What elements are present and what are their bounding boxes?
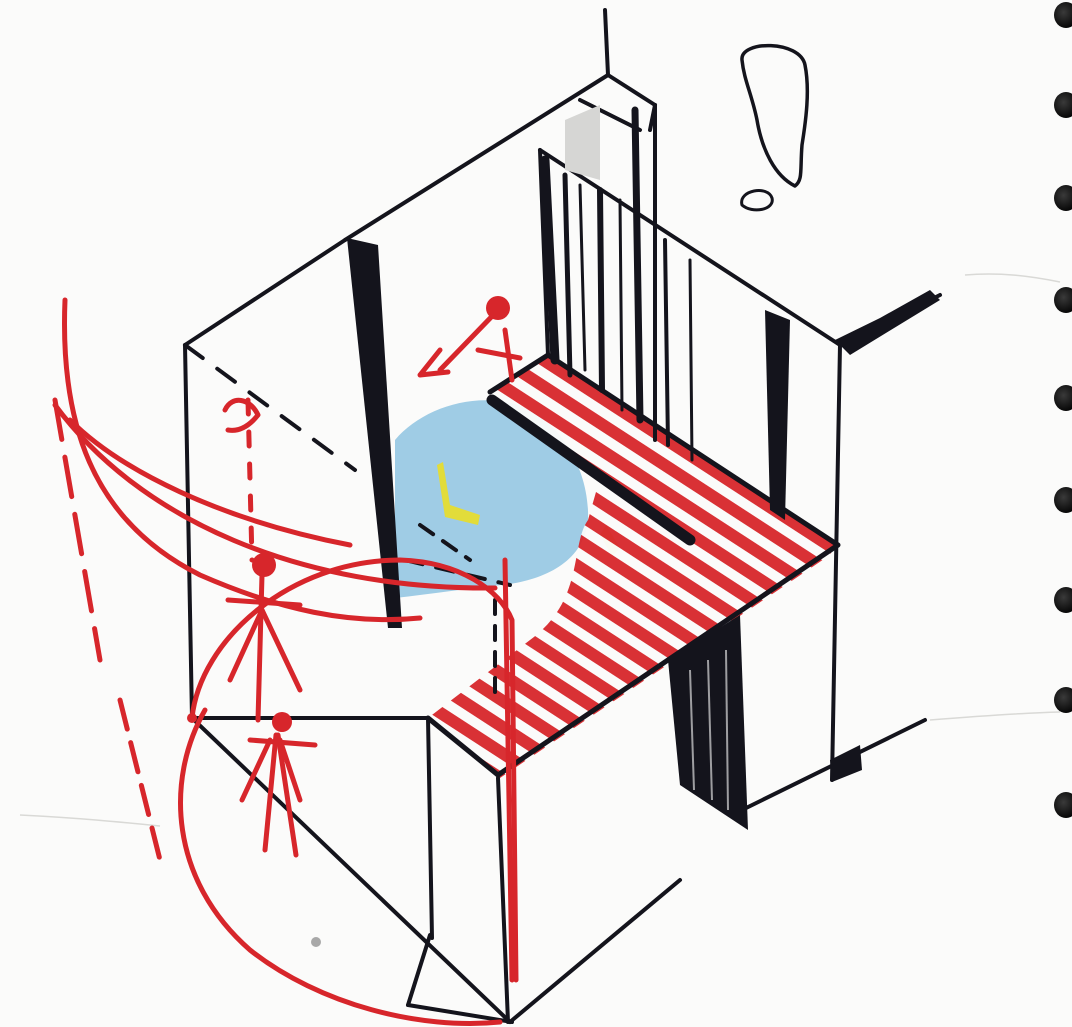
red-dot-corner — [187, 713, 197, 723]
red-head-arrow — [486, 296, 510, 320]
grey-dot — [311, 937, 321, 947]
red-head-seated — [272, 712, 292, 732]
red-head-standing — [252, 553, 276, 577]
